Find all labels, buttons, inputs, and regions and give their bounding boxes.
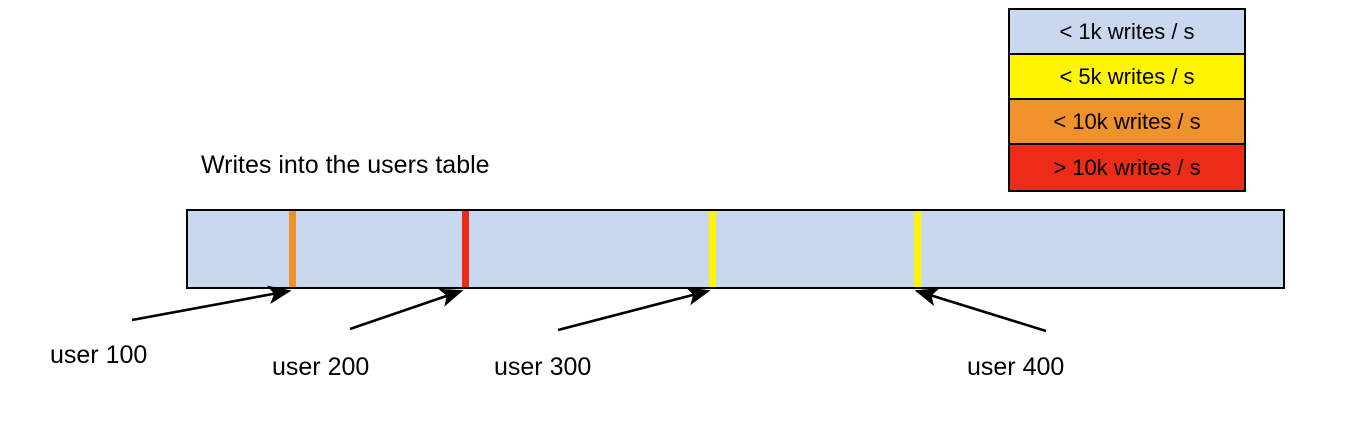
arrow-user-400 (914, 288, 1047, 333)
legend-item-label: < 1k writes / s (1059, 18, 1195, 44)
legend-item-label: > 10k writes / s (1053, 154, 1201, 180)
callout-label-user-400: user 400 (967, 353, 1065, 381)
callout-label-user-300: user 300 (494, 353, 592, 381)
legend-item-0: < 1k writes / s (1010, 10, 1244, 55)
legend-item-label: < 10k writes / s (1053, 108, 1201, 134)
legend-item-2: < 10k writes / s (1010, 100, 1244, 145)
arrow-user-200 (349, 288, 464, 331)
user-300-stripe (709, 211, 716, 287)
arrow-user-300 (557, 287, 711, 332)
legend: < 1k writes / s < 5k writes / s < 10k wr… (1008, 8, 1246, 192)
legend-item-1: < 5k writes / s (1010, 55, 1244, 100)
legend-item-label: < 5k writes / s (1059, 63, 1195, 89)
user-200-stripe (462, 211, 469, 287)
legend-item-3: > 10k writes / s (1010, 145, 1244, 190)
user-100-stripe (289, 211, 296, 287)
callout-label-user-200: user 200 (272, 353, 370, 381)
users-table-bar (186, 209, 1285, 289)
arrow-user-100 (131, 285, 292, 322)
callout-label-user-100: user 100 (50, 341, 148, 369)
chart-title: Writes into the users table (201, 151, 490, 179)
user-400-stripe (914, 211, 921, 287)
